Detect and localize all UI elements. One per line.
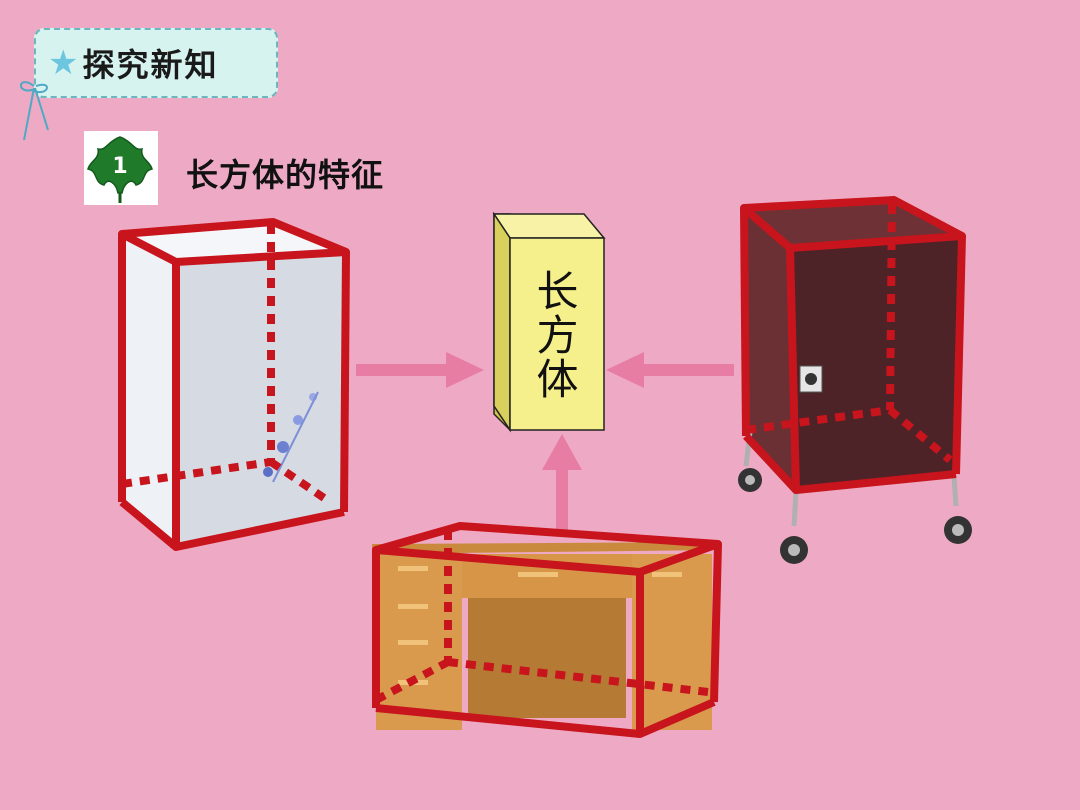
section-tag-label: 探究新知 <box>82 46 219 84</box>
desk-image <box>372 522 722 738</box>
leaf-icon: 1 <box>84 131 158 205</box>
freezer-image <box>118 218 350 551</box>
cuboid-label: 长方体 <box>530 269 579 401</box>
arrow-right-to-center <box>606 352 734 388</box>
star-icon: ★ <box>48 43 79 83</box>
cuboid-shape <box>492 211 606 433</box>
ribbon-icon <box>20 81 49 141</box>
section-tag: ★ 探究新知 <box>34 28 278 98</box>
arrow-left-to-center <box>356 352 484 388</box>
step-number: 1 <box>112 154 127 179</box>
page-title: 长方体的特征 <box>186 156 385 194</box>
arrow-bottom-to-center <box>542 434 582 532</box>
cabinet-cart-image <box>738 196 972 564</box>
